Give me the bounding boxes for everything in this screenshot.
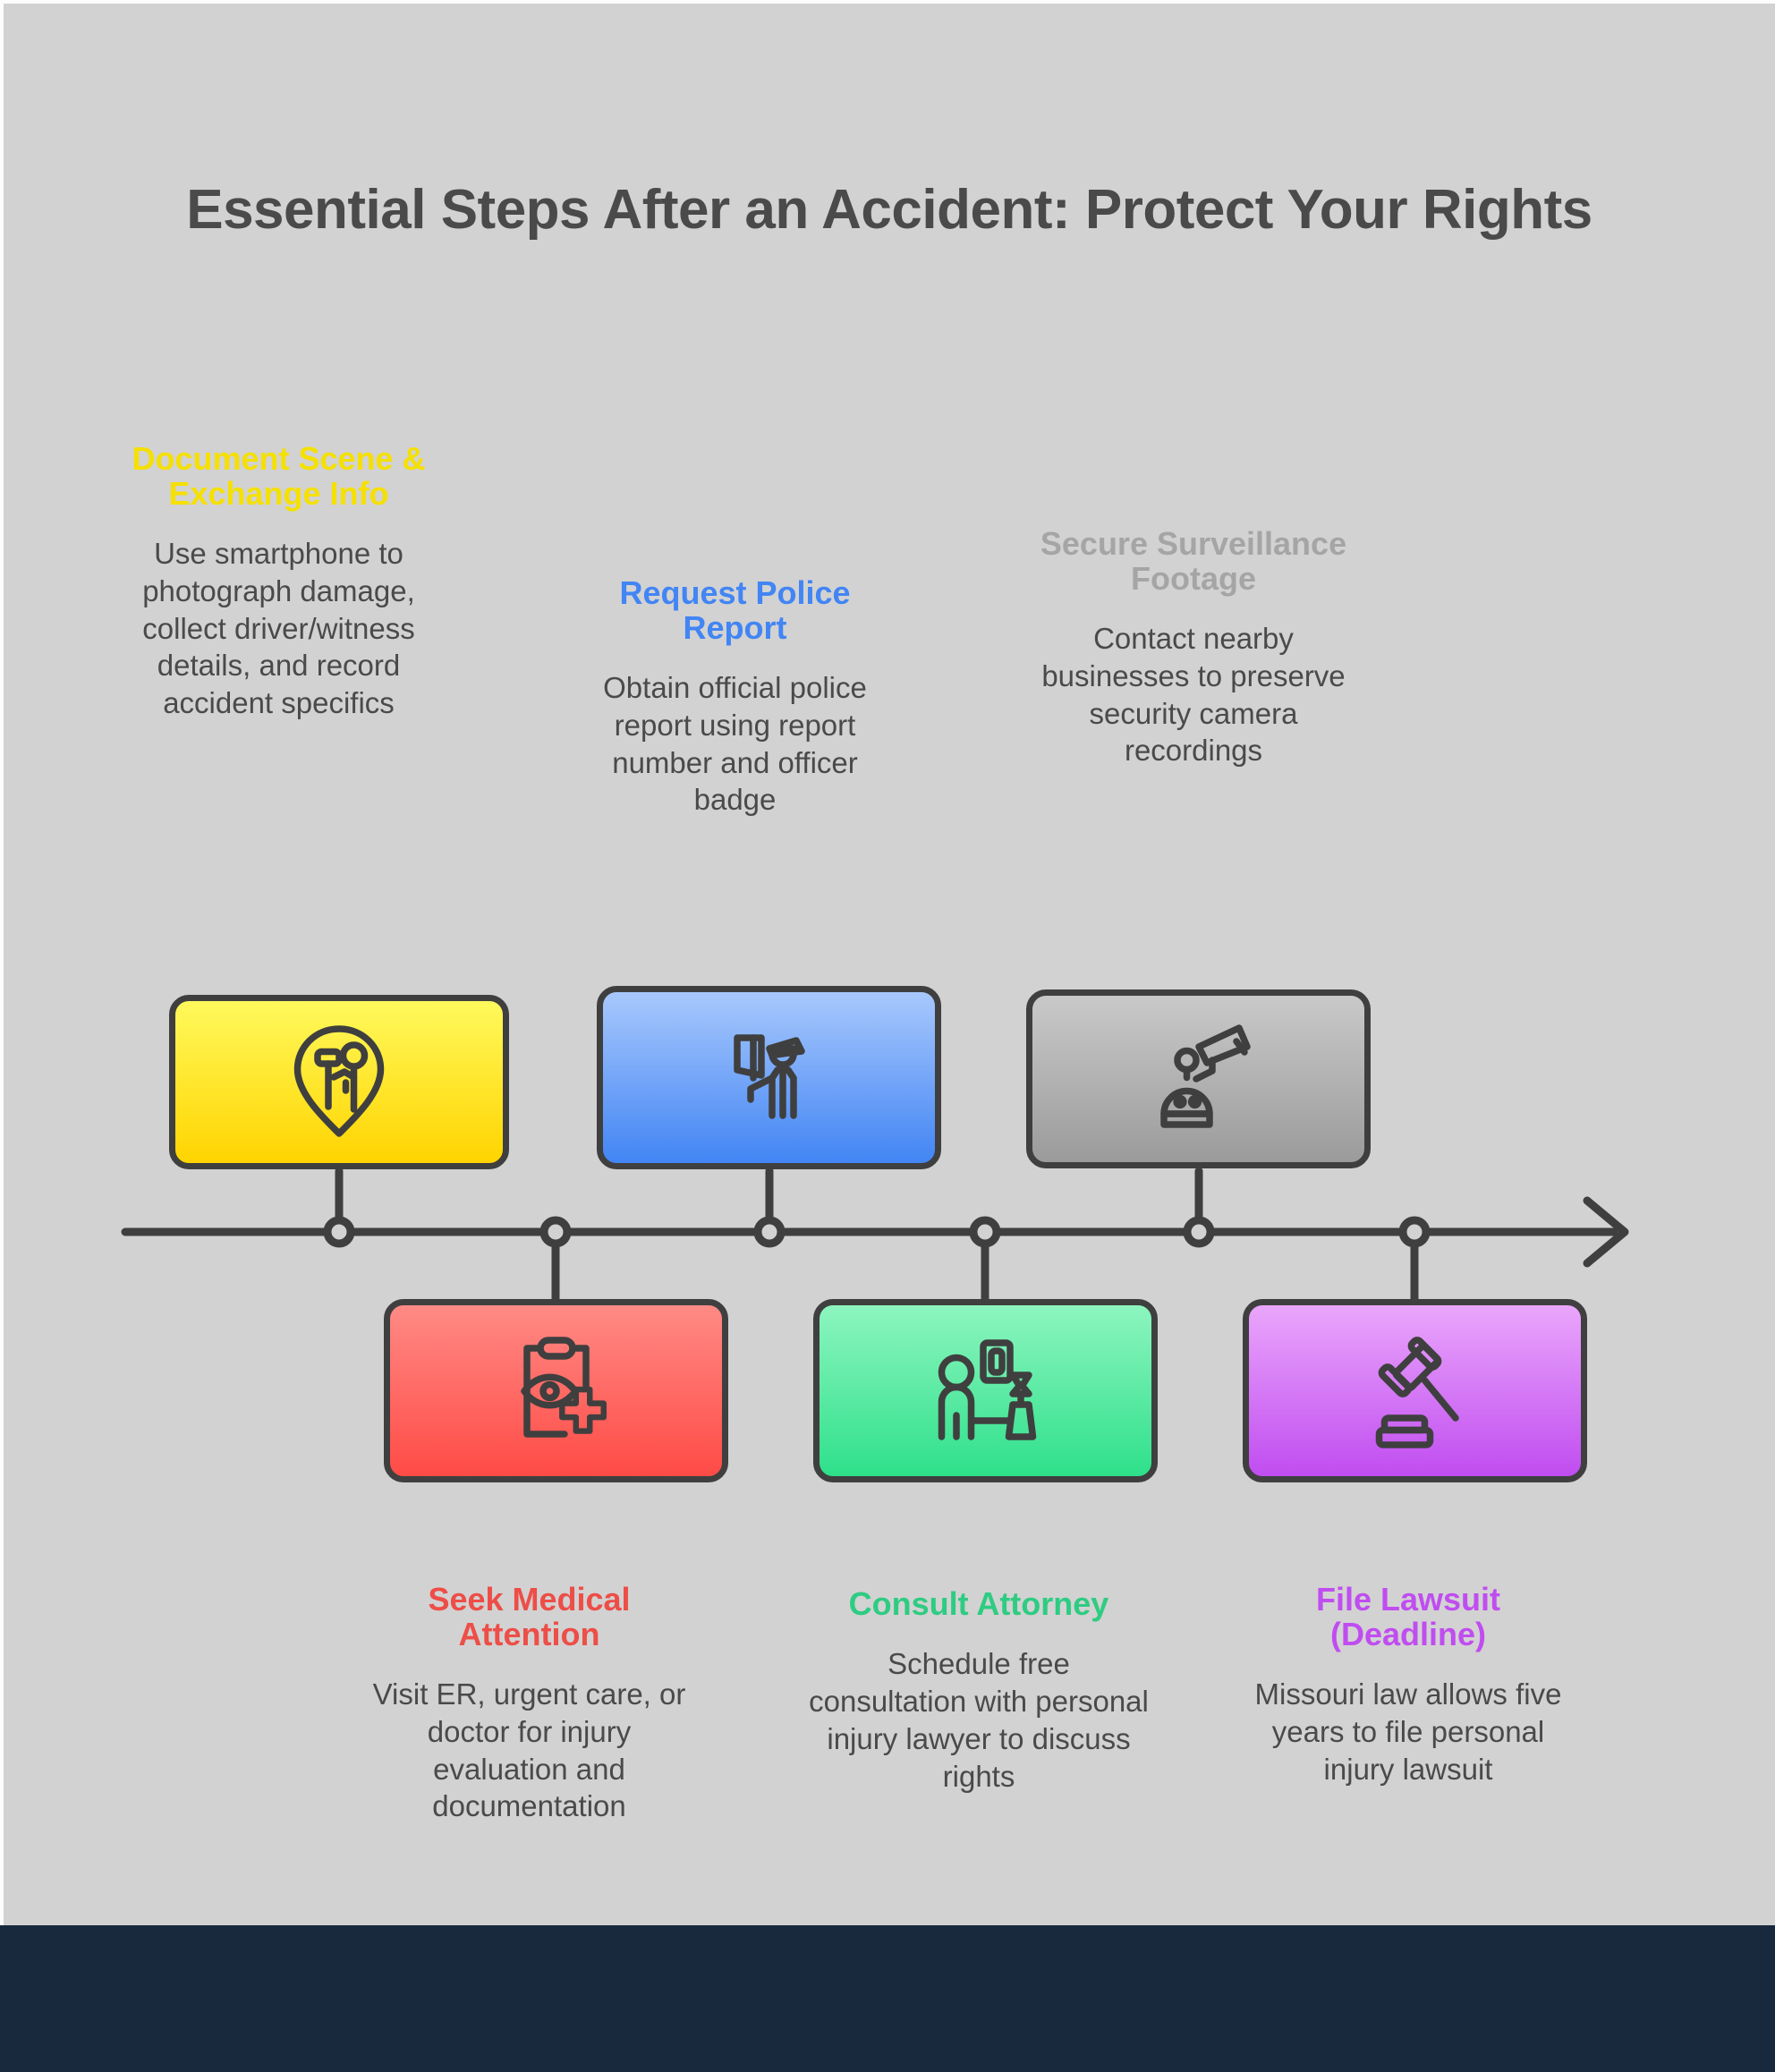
step-description: Visit ER, urgent care, or doctor for inj… (372, 1677, 686, 1823)
timeline-node-3 (753, 1216, 786, 1248)
footer-bar (0, 1925, 1775, 2072)
step-text-seek-medical-attention: Seek Medical Attention Visit ER, urgent … (357, 1581, 701, 1825)
timeline-node-1 (323, 1216, 355, 1248)
step-text-consult-attorney: Consult Attorney Schedule free consultat… (809, 1585, 1149, 1796)
timeline-node-2 (539, 1216, 572, 1248)
timeline-node-6 (1398, 1216, 1431, 1248)
step-description: Use smartphone to photograph damage, col… (142, 536, 415, 720)
gavel-icon (1375, 1336, 1459, 1448)
step-description: Schedule free consultation with personal… (809, 1646, 1149, 1793)
medical-clipboard-eye-icon (520, 1336, 607, 1438)
step-description: Contact nearby businesses to preserve se… (1041, 621, 1346, 768)
timeline-axis (121, 1167, 1629, 1305)
step-heading: Secure Surveillance Footage (1040, 525, 1347, 597)
step-heading: Request Police Report (619, 574, 851, 646)
step-text-file-lawsuit: File Lawsuit (Deadline) Missouri law all… (1238, 1581, 1578, 1788)
step-description: Obtain official police report using repo… (603, 670, 867, 817)
step-card-consult-attorney[interactable] (813, 1299, 1158, 1482)
attorney-consultation-icon (938, 1338, 1036, 1440)
step-description: Missouri law allows five years to file p… (1254, 1677, 1562, 1786)
step-heading: File Lawsuit (Deadline) (1315, 1581, 1501, 1652)
step-card-secure-surveillance-footage[interactable] (1026, 989, 1371, 1168)
step-card-seek-medical-attention[interactable] (384, 1299, 728, 1482)
step-card-document-scene[interactable] (169, 995, 509, 1169)
timeline-node-5 (1183, 1216, 1215, 1248)
step-text-secure-surveillance-footage: Secure Surveillance Footage Contact near… (1023, 525, 1363, 769)
step-text-document-scene: Document Scene & Exchange Info Use smart… (111, 440, 446, 722)
step-card-file-lawsuit[interactable] (1243, 1299, 1587, 1482)
step-heading: Document Scene & Exchange Info (132, 440, 426, 512)
step-heading: Seek Medical Attention (428, 1581, 631, 1652)
police-officer-report-icon (733, 1033, 805, 1119)
timeline-arrow-icon (1583, 1196, 1629, 1268)
step-heading: Consult Attorney (848, 1585, 1109, 1622)
location-pin-photographer-icon (293, 1024, 385, 1137)
step-card-request-police-report[interactable] (597, 986, 941, 1169)
step-text-request-police-report: Request Police Report Obtain official po… (567, 574, 903, 819)
page-title: Essential Steps After an Accident: Prote… (186, 179, 1592, 241)
timeline-node-4 (969, 1216, 1001, 1248)
cctv-camera-icon (1159, 1024, 1251, 1128)
